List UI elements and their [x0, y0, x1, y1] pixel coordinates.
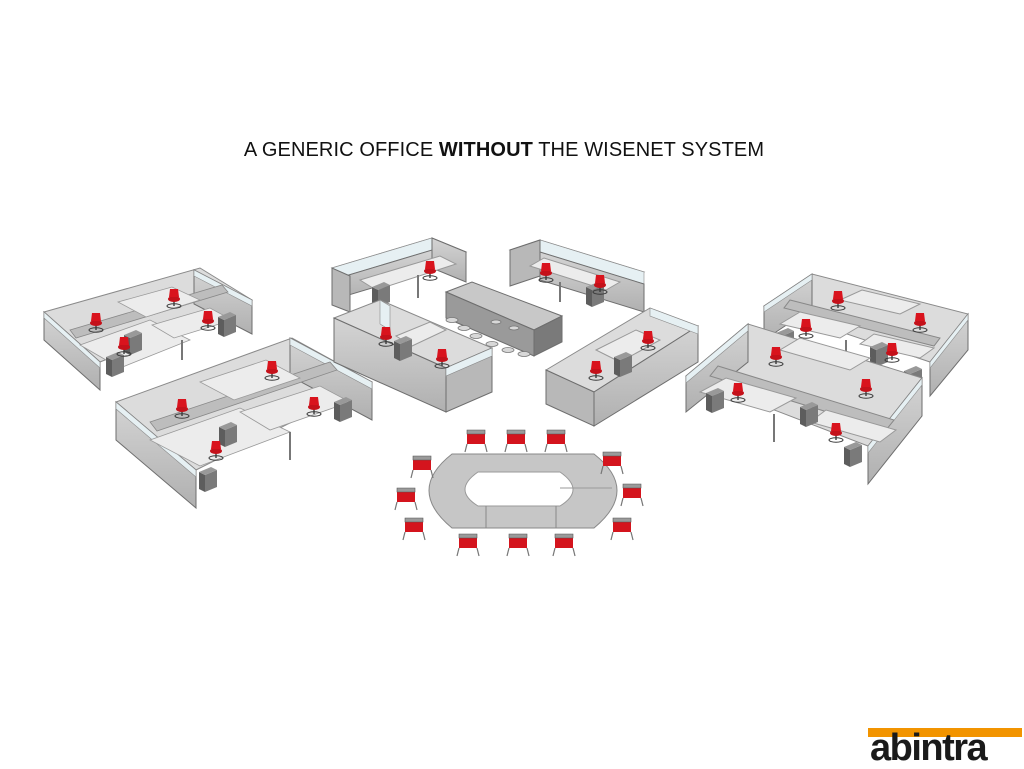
slide-title: A GENERIC OFFICE WITHOUT THE WISENET SYS… [0, 139, 1008, 162]
workstation-cluster-left-back [42, 267, 254, 392]
logo-text: abintra [870, 727, 988, 769]
high-table [444, 281, 564, 357]
title-prefix: A GENERIC OFFICE [243, 139, 439, 161]
workstation-centre-top-right [508, 239, 646, 313]
workstation-centre-bottom-right [544, 307, 700, 427]
title-emphasis: WITHOUT [438, 139, 533, 161]
workstation-cluster-left-front [115, 337, 374, 510]
workstation-centre-bottom-left [332, 299, 494, 413]
abintra-logo: abintra [868, 728, 1023, 768]
title-suffix: THE WISENET SYSTEM [532, 139, 765, 161]
workstation-cluster-right-back [762, 273, 969, 398]
workstation-cluster-right-front [685, 322, 923, 486]
workstation-centre-top-left [330, 237, 468, 313]
logo-bar [868, 728, 1022, 737]
conference-table [428, 453, 618, 529]
